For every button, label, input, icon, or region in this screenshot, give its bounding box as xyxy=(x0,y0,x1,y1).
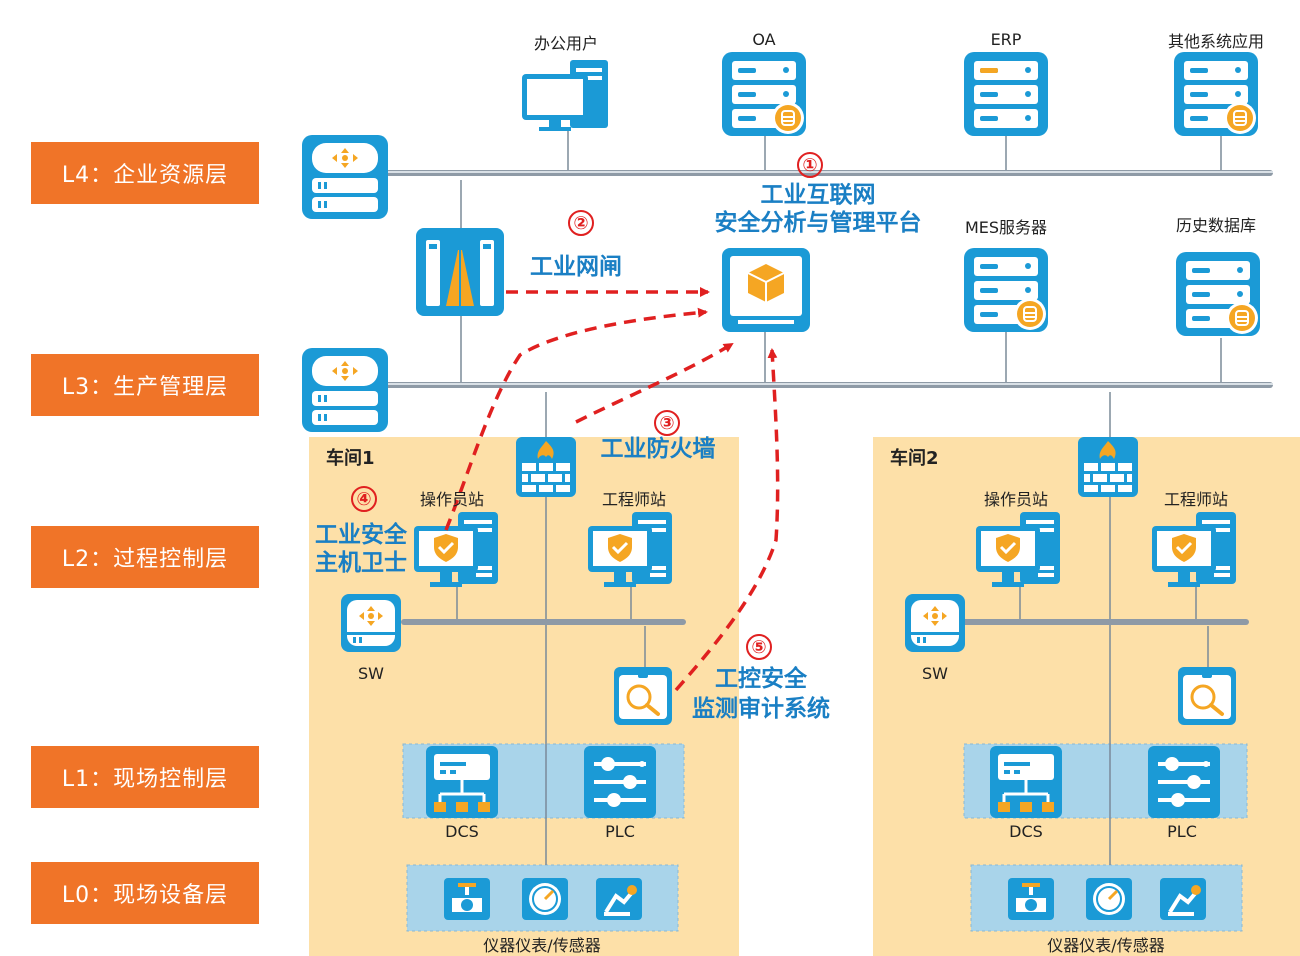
layer-l0-label: L0：现场设备层 xyxy=(31,862,259,924)
ws2-switch-icon xyxy=(905,594,965,652)
ws2-operator-station-label: 操作员站 xyxy=(983,490,1048,509)
mes-server-icon xyxy=(964,248,1048,332)
connector-lines xyxy=(456,130,1222,865)
layer-l3-label: L3：生产管理层 xyxy=(31,354,259,416)
audit-label-line2: 监测审计系统 xyxy=(692,696,830,722)
platform-icon xyxy=(722,248,810,332)
ws1-sensors-label: 仪器仪表/传感器 xyxy=(483,936,601,955)
ws1-switch-label: SW xyxy=(358,664,384,683)
ws1-firewall-icon xyxy=(516,437,576,497)
ws2-audit-icon xyxy=(1176,665,1238,727)
ws1-valve-icon xyxy=(444,878,490,920)
ws2-plc-label: PLC xyxy=(1167,822,1197,841)
ws2-sensor-icon xyxy=(1158,876,1208,922)
ws2-switch-label: SW xyxy=(922,664,948,683)
arrow-firewall-to-platform xyxy=(575,342,734,424)
l3-bus xyxy=(385,382,1273,388)
layer-l2-label: L2：过程控制层 xyxy=(31,526,259,588)
ws2-firewall-icon xyxy=(1078,437,1138,497)
ws2-plc-icon xyxy=(1146,744,1222,820)
ws1-gauge-icon xyxy=(520,876,570,922)
ws1-operator-station-label: 操作员站 xyxy=(419,490,484,509)
ws2-dcs-label: DCS xyxy=(1009,822,1043,841)
other-apps-server-icon xyxy=(1174,52,1258,136)
history-db-label: 历史数据库 xyxy=(1175,216,1256,235)
platform-title-line1: 工业互联网 xyxy=(760,182,876,208)
audit-label-line1: 工控安全 xyxy=(715,666,807,692)
gateway-label: 工业网闸 xyxy=(530,254,622,280)
l4-bus xyxy=(385,170,1273,176)
ws2-engineer-station-label: 工程师站 xyxy=(1163,490,1228,509)
ws2-sensors-label: 仪器仪表/传感器 xyxy=(1047,936,1165,955)
other-apps-label: 其他系统应用 xyxy=(1167,32,1264,51)
mes-label: MES服务器 xyxy=(964,218,1048,237)
ws1-operator-station-icon xyxy=(412,510,500,589)
callout-number-3: ③ xyxy=(654,410,680,436)
ws1-switch-icon xyxy=(341,594,401,652)
office-users-label: 办公用户 xyxy=(533,34,598,53)
ws2-gauge-icon xyxy=(1084,876,1134,922)
l4-router-icon xyxy=(302,135,388,219)
gateway-icon xyxy=(416,228,504,316)
workshop-2-title: 车间2 xyxy=(890,448,939,469)
oa-label: OA xyxy=(752,30,776,49)
ws1-dcs-label: DCS xyxy=(445,822,479,841)
l3-router-icon xyxy=(302,348,388,432)
ws1-audit-icon xyxy=(612,665,674,727)
layer-l1-label: L1：现场控制层 xyxy=(31,746,259,808)
ws1-plc-icon xyxy=(582,744,658,820)
host-guard-label-line2: 主机卫士 xyxy=(315,550,407,576)
office-pc-icon xyxy=(522,60,608,131)
callout-number-4: ④ xyxy=(351,486,377,512)
oa-server-icon xyxy=(722,52,806,136)
host-guard-label-line1: 工业安全 xyxy=(315,522,407,548)
ws2-operator-station-icon xyxy=(974,510,1062,589)
layer-l4-label: L4：企业资源层 xyxy=(31,142,259,204)
ws1-engineer-station-icon xyxy=(586,510,674,589)
ws1-plc-label: PLC xyxy=(605,822,635,841)
ws1-dcs-icon xyxy=(424,744,500,820)
platform-title-line2: 安全分析与管理平台 xyxy=(714,210,922,236)
arrow-audit-to-platform xyxy=(674,348,780,692)
firewall-label: 工业防火墙 xyxy=(600,436,716,462)
ws2-engineer-station-icon xyxy=(1150,510,1238,589)
arrow-host-guard-to-platform xyxy=(444,307,708,531)
callout-number-1: ① xyxy=(797,152,823,178)
ws1-sensor-icon xyxy=(594,876,644,922)
erp-label: ERP xyxy=(990,30,1022,49)
history-db-server-icon xyxy=(1176,252,1260,336)
callout-number-5: ⑤ xyxy=(746,634,772,660)
ws2-dcs-icon xyxy=(988,744,1064,820)
ws1-bus xyxy=(401,619,686,625)
callout-number-2: ② xyxy=(568,210,594,236)
workshop-1-title: 车间1 xyxy=(326,448,375,469)
erp-server-icon xyxy=(964,52,1048,136)
ws2-valve-icon xyxy=(1008,878,1054,920)
ws2-bus xyxy=(962,619,1249,625)
ws1-engineer-station-label: 工程师站 xyxy=(601,490,666,509)
